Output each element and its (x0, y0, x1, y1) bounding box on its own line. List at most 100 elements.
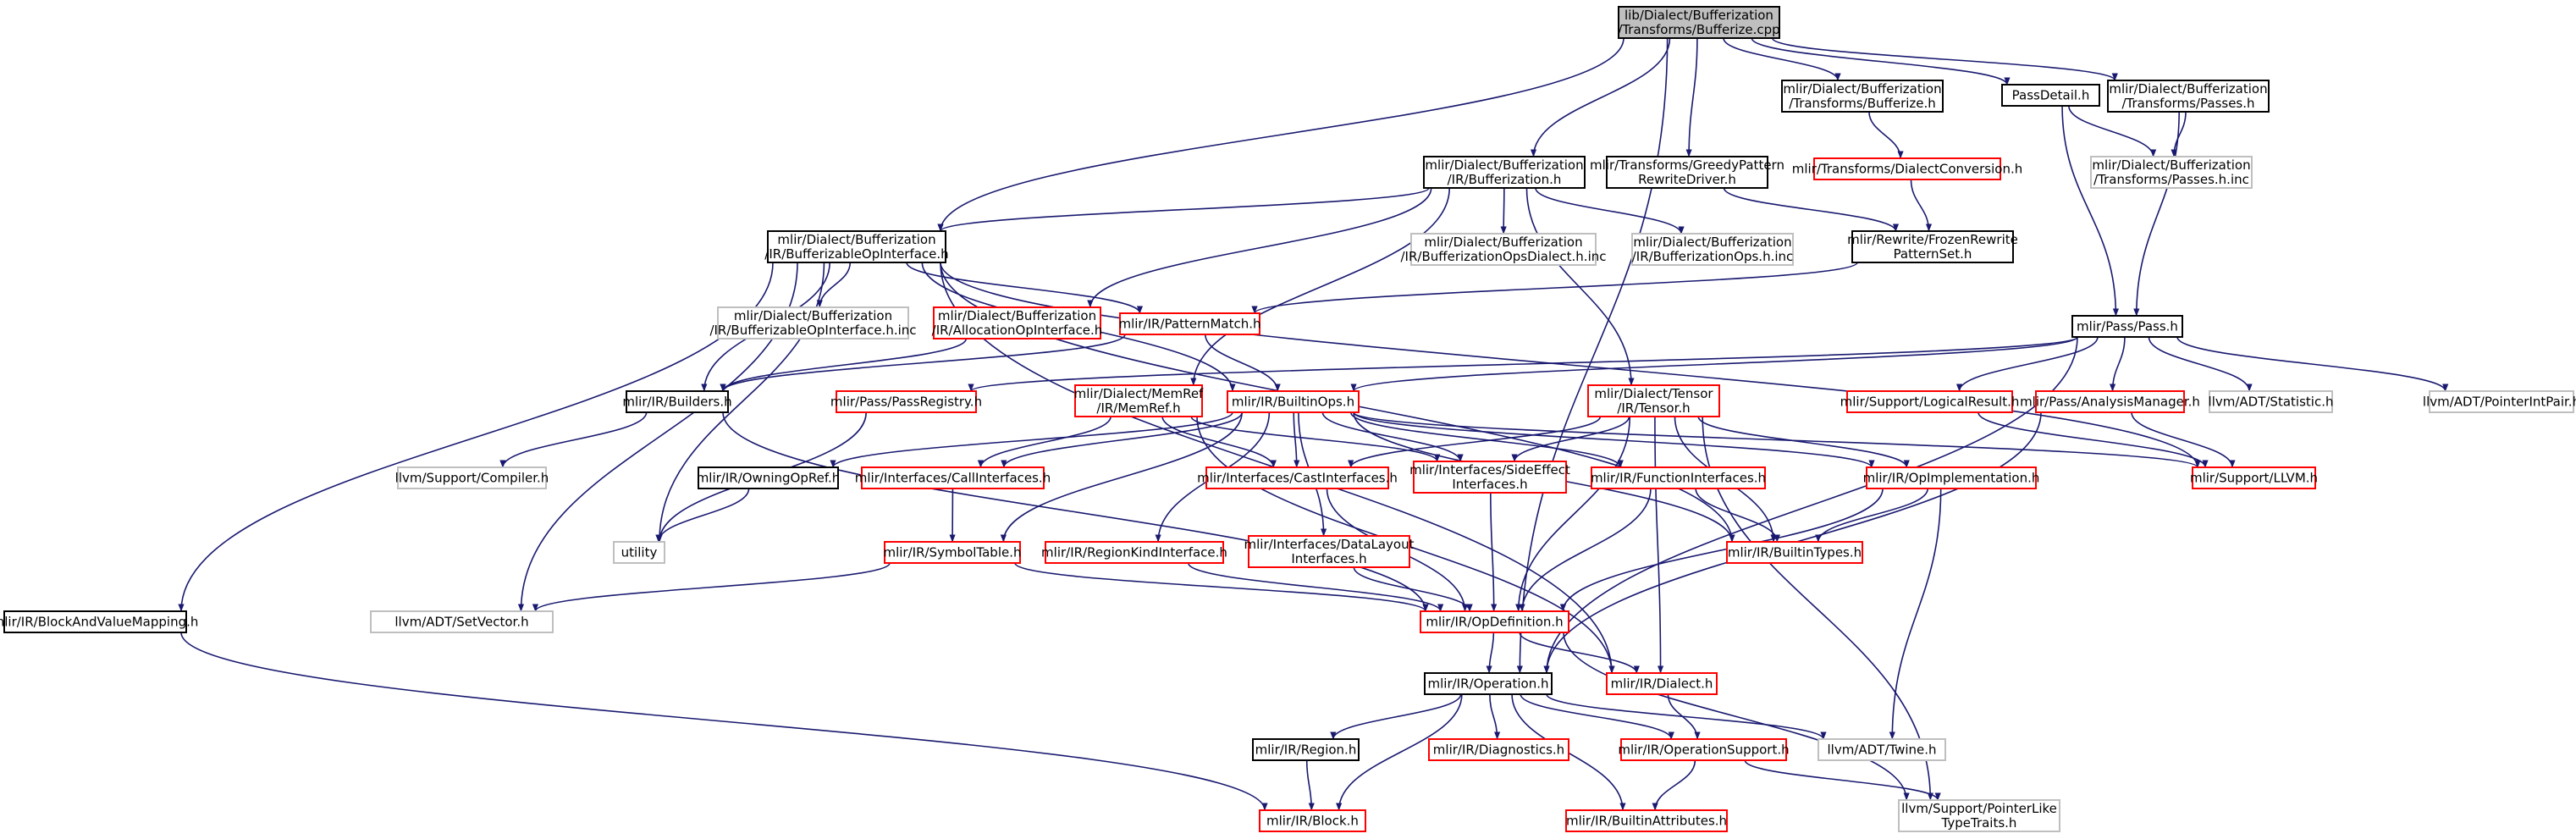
node-label: mlir/IR/Operation.h (1428, 676, 1549, 692)
node-box (626, 390, 729, 413)
node-label: mlir/IR/Builders.h (622, 395, 731, 410)
edge-logical-result-h-to-support-llvm-h (1978, 411, 2209, 468)
edge-line (180, 632, 1268, 811)
edge-bufferize-cpp-to-transforms-bufferize-h (1723, 37, 1841, 81)
edge-function-interfaces-h-to-op-definition-h (1519, 488, 1652, 612)
node-support-llvm-h[interactable]: mlir/Support/LLVM.h (2190, 466, 2318, 489)
edge-passdetail-h-to-pass-pass-h (2061, 105, 2120, 317)
node-pattern-match-h[interactable]: mlir/IR/PatternMatch.h (1118, 312, 1261, 335)
node-function-interfaces-h[interactable]: mlir/IR/FunctionInterfaces.h (1591, 466, 1766, 489)
node-label: mlir/Dialect/Bufferization (777, 232, 935, 247)
node-passdetail-h[interactable]: PassDetail.h (2001, 84, 2100, 107)
edge-pass-pass-h-to-pointer-int-pair-h (2176, 336, 2449, 392)
node-dialect-conversion-h[interactable]: mlir/Transforms/DialectConversion.h (1792, 157, 2022, 180)
node-label: mlir/IR/FunctionInterfaces.h (1591, 471, 1766, 486)
node-label: mlir/Dialect/MemRef (1074, 386, 1204, 401)
node-label: /Transforms/Passes.h (2121, 96, 2254, 111)
node-compiler-h[interactable]: llvm/Support/Compiler.h (395, 466, 549, 489)
node-region-kind-h[interactable]: mlir/IR/RegionKindInterface.h (1041, 541, 1227, 564)
node-label: mlir/Dialect/Bufferization (1424, 235, 1582, 250)
edge-line (2061, 105, 2120, 317)
node-label: llvm/ADT/PointerIntPair.h (2423, 395, 2576, 410)
node-label: /IR/Tensor.h (1617, 400, 1690, 416)
node-box (1606, 672, 1718, 695)
node-owning-op-ref-h[interactable]: mlir/IR/OwningOpRef.h (697, 466, 841, 489)
node-transforms-bufferize-h[interactable]: mlir/Dialect/Bufferization/Transforms/Bu… (1781, 80, 1944, 113)
node-builtin-types-h[interactable]: mlir/IR/BuiltinTypes.h (1726, 541, 1863, 564)
edge-bufferizable-op-h-to-block-value-mapping-h (178, 262, 774, 612)
node-pass-pass-h[interactable]: mlir/Pass/Pass.h (2071, 315, 2183, 338)
node-bufferize-cpp[interactable]: lib/Dialect/Bufferization/Transforms/Buf… (1618, 6, 1780, 39)
node-builtin-attributes-h[interactable]: mlir/IR/BuiltinAttributes.h (1565, 809, 1728, 832)
edge-builtin-ops-h-to-side-effect-h (1321, 411, 1464, 462)
node-setvector-h[interactable]: llvm/ADT/SetVector.h (370, 610, 554, 633)
node-greedy-pattern-h[interactable]: mlir/Transforms/GreedyPatternRewriteDriv… (1590, 156, 1784, 189)
node-dialect-h[interactable]: mlir/IR/Dialect.h (1606, 672, 1718, 695)
node-diagnostics-h[interactable]: mlir/IR/Diagnostics.h (1428, 738, 1569, 761)
node-operation-support-h[interactable]: mlir/IR/OperationSupport.h (1618, 738, 1790, 761)
node-builders-h[interactable]: mlir/IR/Builders.h (622, 390, 732, 413)
edge-line (1889, 488, 1942, 740)
node-statistic-h[interactable]: llvm/ADT/Statistic.h (2209, 390, 2334, 413)
node-op-definition-h[interactable]: mlir/IR/OpDefinition.h (1420, 610, 1569, 633)
node-region-h[interactable]: mlir/IR/Region.h (1252, 738, 1360, 761)
node-bufops-inc[interactable]: mlir/Dialect/Bufferization/IR/Bufferizat… (1631, 233, 1794, 266)
edge-operation-support-h-to-pointer-like-h (1744, 759, 1941, 801)
edge-operation-h-to-diagnostics-h (1489, 693, 1501, 740)
node-passes-h-inc[interactable]: mlir/Dialect/Bufferization/Transforms/Pa… (2090, 156, 2253, 189)
node-memref-h[interactable]: mlir/Dialect/MemRef/IR/MemRef.h (1074, 384, 1204, 417)
node-pass-registry-h[interactable]: mlir/Pass/PassRegistry.h (830, 390, 982, 413)
node-label: mlir/Pass/AnalysisManager.h (2020, 395, 2200, 410)
node-logical-result-h[interactable]: mlir/Support/LogicalResult.h (1840, 390, 2020, 413)
node-box (933, 306, 1101, 339)
edge-tensor-h-to-cast-interfaces-h (1348, 416, 1602, 468)
node-op-implementation-h[interactable]: mlir/IR/OpImplementation.h (1863, 466, 2040, 489)
edge-line (2148, 336, 2253, 392)
edge-ir-bufferization-h-to-allocation-op-h (1087, 187, 1432, 308)
node-bufferizable-op-inc[interactable]: mlir/Dialect/Bufferization/IR/Bufferizab… (709, 306, 917, 339)
edge-bufferizable-op-h-to-bufferizable-op-inc (816, 262, 852, 308)
node-label: mlir/IR/RegionKindInterface.h (1041, 545, 1227, 560)
node-box (1620, 738, 1787, 761)
node-cast-interfaces-h[interactable]: mlir/Interfaces/CastInterfaces.h (1197, 466, 1398, 489)
node-allocation-op-h[interactable]: mlir/Dialect/Bufferization/IR/Allocation… (932, 306, 1103, 339)
node-utility[interactable]: utility (613, 541, 665, 564)
node-box (2429, 390, 2574, 413)
node-label: /IR/BufferizationOps.h.inc (1632, 249, 1794, 264)
node-twine-h[interactable]: llvm/ADT/Twine.h (1818, 738, 1946, 761)
edge-line (1293, 411, 1300, 468)
node-builtin-ops-h[interactable]: mlir/IR/BuiltinOps.h (1227, 390, 1360, 413)
edge-transforms-passes-h-to-pass-pass-h (2133, 111, 2180, 317)
node-transforms-passes-h[interactable]: mlir/Dialect/Bufferization/Transforms/Pa… (2107, 80, 2270, 113)
node-call-interfaces-h[interactable]: mlir/Interfaces/CallInterfaces.h (855, 466, 1051, 489)
node-symbol-table-h[interactable]: mlir/IR/SymbolTable.h (883, 541, 1022, 564)
edge-op-implementation-h-to-builtin-types-h (1815, 488, 1929, 543)
edge-line (1563, 632, 1910, 801)
node-tensor-h[interactable]: mlir/Dialect/Tensor/IR/Tensor.h (1587, 384, 1720, 417)
node-label: mlir/Dialect/Bufferization (2092, 157, 2250, 173)
edge-bufferize-cpp-to-ir-bufferization-h (1530, 37, 1671, 157)
node-operation-h[interactable]: mlir/IR/Operation.h (1424, 672, 1553, 695)
node-label: mlir/IR/Block.h (1266, 814, 1359, 829)
node-box (1781, 80, 1944, 113)
node-analysis-manager-h[interactable]: mlir/Pass/AnalysisManager.h (2020, 390, 2200, 413)
node-block-value-mapping-h[interactable]: mlir/IR/BlockAndValueMapping.h (0, 610, 198, 633)
node-box (2209, 390, 2333, 413)
edge-line (1336, 693, 1463, 811)
node-bufops-dialect-inc[interactable]: mlir/Dialect/Bufferization/IR/Bufferizat… (1401, 233, 1607, 266)
node-label: mlir/Interfaces/CastInterfaces.h (1197, 471, 1398, 486)
node-block-h[interactable]: mlir/IR/Block.h (1259, 809, 1366, 832)
node-bufferizable-op-h[interactable]: mlir/Dialect/Bufferization/IR/Bufferizab… (764, 230, 949, 263)
edge-bufferize-cpp-to-operation-h (1516, 37, 1669, 674)
edge-line (968, 336, 2078, 392)
edge-builders-h-to-compiler-h (499, 411, 648, 468)
node-ir-bufferization-h[interactable]: mlir/Dialect/Bufferization/IR/Bufferizat… (1423, 156, 1586, 189)
node-box (698, 466, 839, 489)
node-pointer-int-pair-h[interactable]: llvm/ADT/PointerIntPair.h (2423, 390, 2576, 413)
node-box (1866, 466, 2037, 489)
edge-memref-h-to-call-interfaces-h (977, 416, 1111, 468)
